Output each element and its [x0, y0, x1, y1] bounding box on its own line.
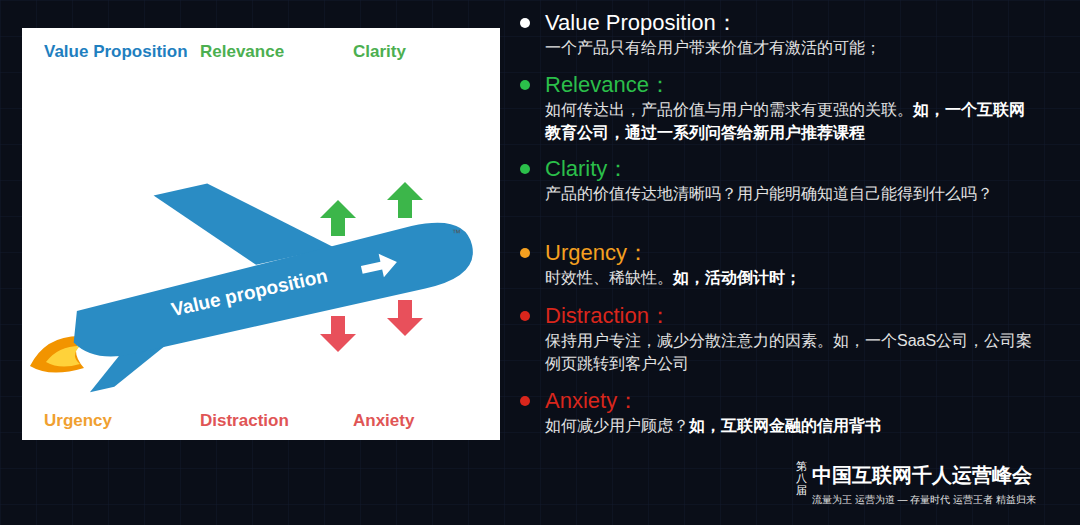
- bullet-body: 如何传达出，产品价值与用户的需求有更强的关联。如，一个互联网教育公司，通过一系列…: [545, 98, 1035, 144]
- summit-tagline: 流量为王 运营为道 — 存量时代 运营王者 精益归来: [812, 493, 1036, 507]
- airplane: [46, 130, 485, 393]
- example-text: 如，互联网金融的信用背书: [689, 417, 881, 434]
- up-arrow: [387, 182, 423, 218]
- bullet-dot: [520, 248, 530, 258]
- direction-arrow: [359, 250, 399, 281]
- bullet-body: 保持用户专注，减少分散注意力的因素。如，一个SaaS公司，公司案例页跳转到客户公…: [545, 329, 1035, 375]
- edition-vertical: 第八届: [796, 460, 807, 496]
- bullet-heading: Distraction：: [545, 303, 1060, 329]
- description-text: 保持用户专注，减少分散注意力的因素。如，一个SaaS公司，公司案例页跳转到客户公…: [545, 332, 1032, 372]
- bullet-dot: [520, 311, 530, 321]
- description-text: 如何减少用户顾虑？: [545, 417, 689, 434]
- dimension-label: Anxiety: [353, 411, 414, 431]
- description-text: 一个产品只有给用户带来价值才有激活的可能；: [545, 39, 881, 56]
- description-text: 如何传达出，产品价值与用户的需求有更强的关联。: [545, 101, 913, 118]
- down-arrow: [320, 316, 356, 352]
- illustration-panel: Value Proposition Relevance ClarityUrgency…: [22, 28, 500, 440]
- dimension-label: Urgency: [44, 411, 112, 431]
- bullet-dot: [520, 396, 530, 406]
- bullet-heading: Value Proposition：: [545, 10, 1060, 36]
- bullet-item: Relevance：如何传达出，产品价值与用户的需求有更强的关联。如，一个互联网…: [520, 72, 1060, 144]
- down-arrow: [387, 300, 423, 336]
- dimension-label: Value Proposition: [44, 42, 188, 62]
- bullet-body: 产品的价值传达地清晰吗？用户能明确知道自己能得到什么吗？: [545, 182, 1035, 205]
- flame-core: [46, 346, 80, 367]
- bullet-item: Value Proposition： 一个产品只有给用户带来价值才有激活的可能；: [520, 10, 1060, 59]
- dimension-label: Distraction: [200, 411, 289, 431]
- bullet-dot: [520, 80, 530, 90]
- bullet-item: Distraction： 保持用户专注，减少分散注意力的因素。如，一个SaaS公司…: [520, 303, 1060, 375]
- bullet-heading: Clarity：: [545, 156, 1060, 182]
- description-text: 产品的价值传达地清晰吗？用户能明确知道自己能得到什么吗？: [545, 185, 993, 202]
- airplane-illustration: [22, 28, 500, 440]
- description-text: 时效性、稀缺性。: [545, 269, 673, 286]
- fuselage: [65, 214, 479, 366]
- bullet-dot: [520, 18, 530, 28]
- bullet-body: 时效性、稀缺性。如，活动倒计时；: [545, 266, 1035, 289]
- bullet-heading: Urgency：: [545, 240, 1060, 266]
- bullet-heading: Anxiety：: [545, 388, 1060, 414]
- bullet-item: Clarity： 产品的价值传达地清晰吗？用户能明确知道自己能得到什么吗？: [520, 156, 1060, 205]
- dimension-label: Clarity: [353, 42, 406, 62]
- bullet-heading: Relevance：: [545, 72, 1060, 98]
- bullet-item: Anxiety：如何减少用户顾虑？如，互联网金融的信用背书: [520, 388, 1060, 437]
- bullet-item: Urgency：时效性、稀缺性。如，活动倒计时；: [520, 240, 1060, 289]
- trademark: ™: [452, 228, 461, 238]
- up-arrow: [320, 200, 356, 236]
- bullet-dot: [520, 164, 530, 174]
- dimension-label: Relevance: [200, 42, 284, 62]
- example-text: 如，活动倒计时；: [673, 269, 801, 286]
- bullet-body: 一个产品只有给用户带来价值才有激活的可能；: [545, 36, 1035, 59]
- bullet-body: 如何减少用户顾虑？如，互联网金融的信用背书: [545, 414, 1035, 437]
- summit-name: 中国互联网千人运营峰会: [812, 462, 1032, 489]
